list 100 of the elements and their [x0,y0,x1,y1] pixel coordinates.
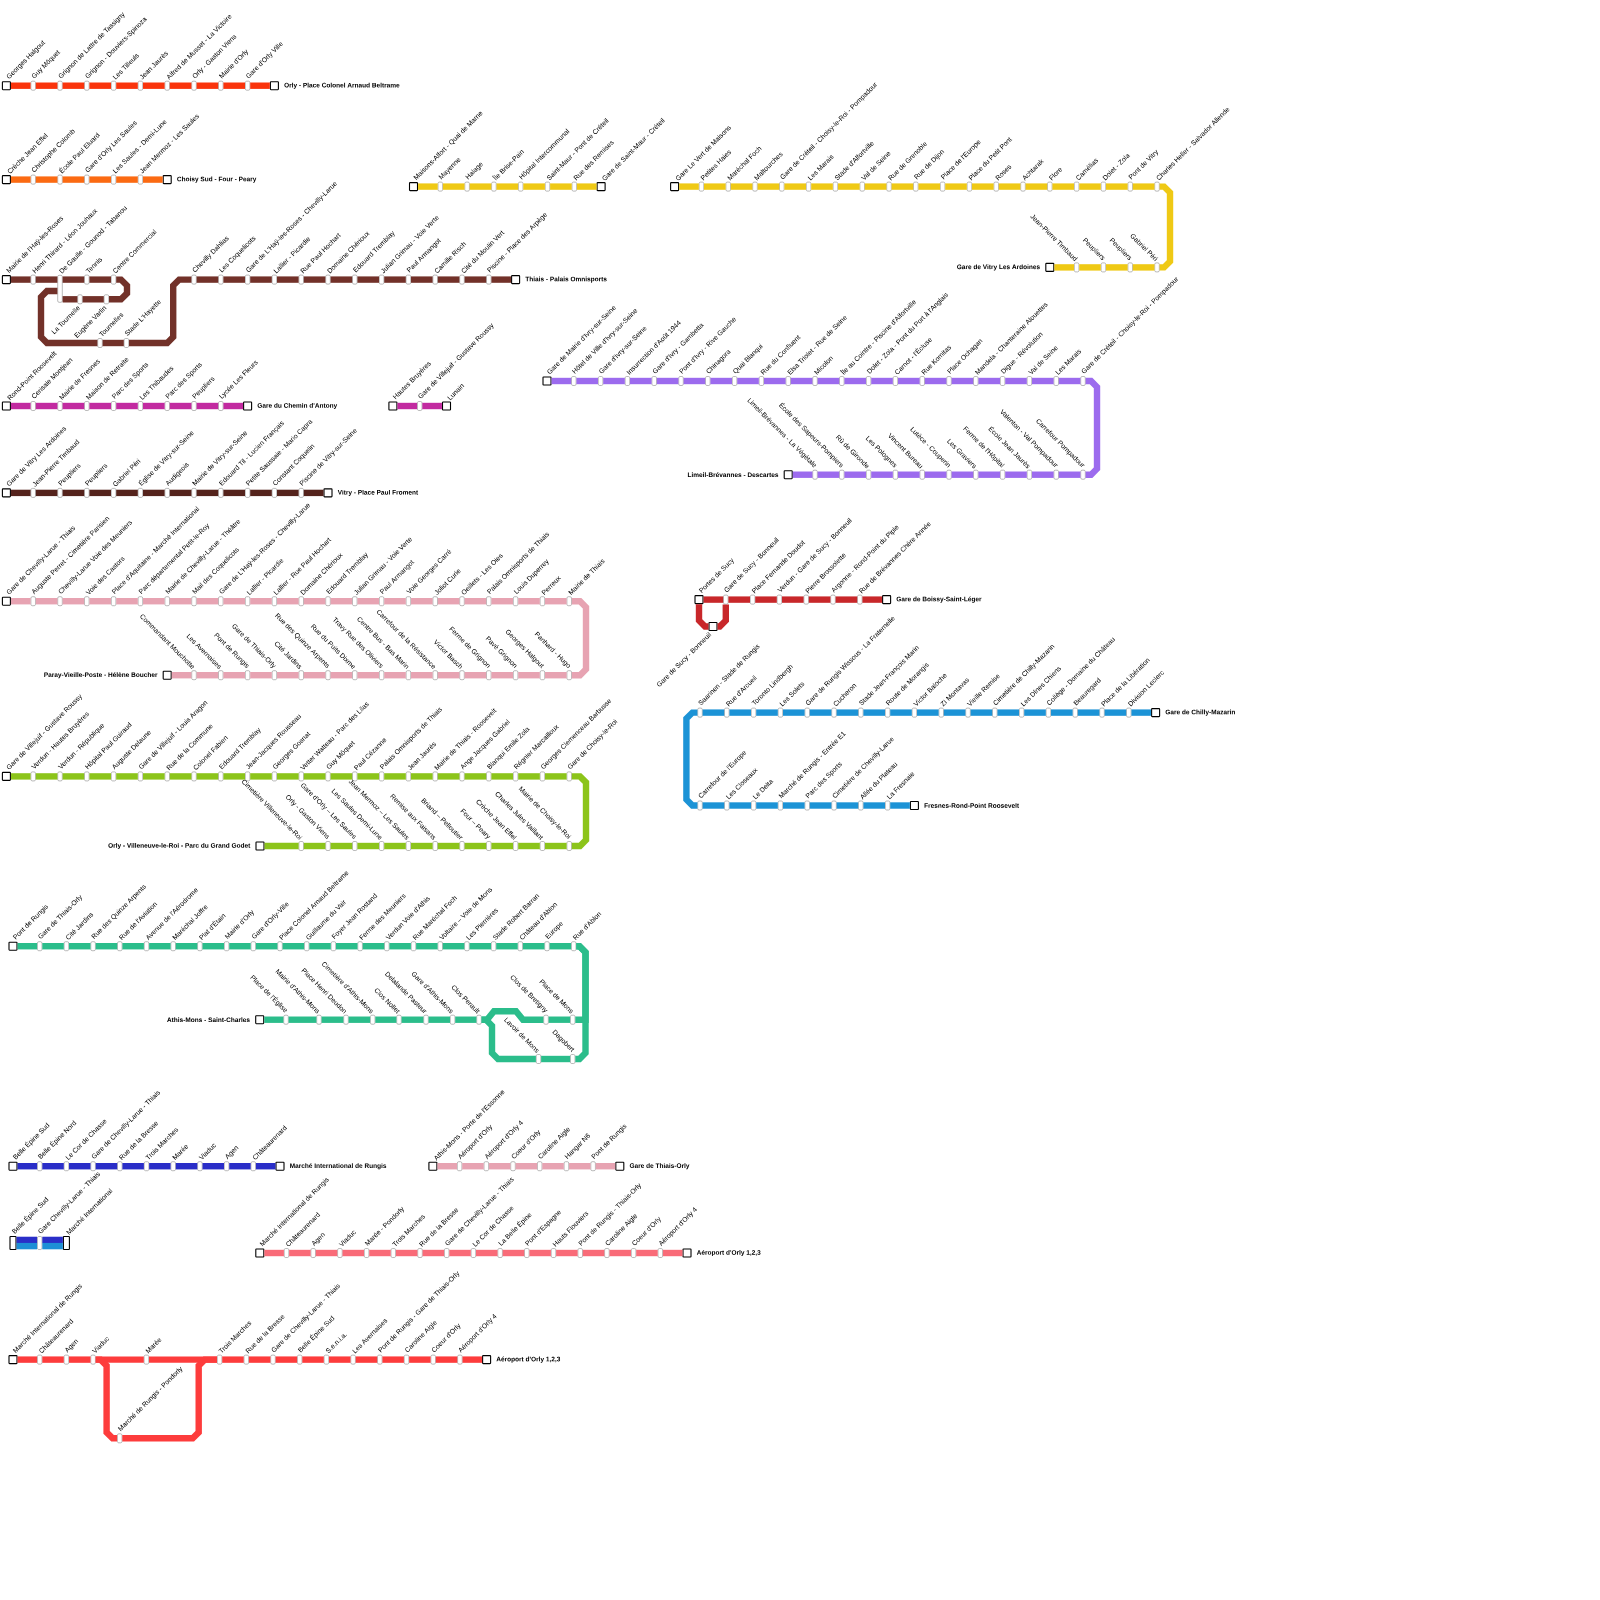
route-line [576,183,597,190]
route-line [10,598,31,605]
route-line [355,1356,378,1363]
route-line [1058,471,1081,478]
route-line [1132,183,1155,190]
route-line [464,773,487,780]
route-line [817,377,840,385]
route-line [970,709,993,716]
route-line [315,1249,338,1257]
route-line [116,402,138,410]
route-line [397,402,418,410]
route-line [792,471,813,478]
route-line [362,943,385,950]
route-line [62,82,85,89]
route-line [303,773,326,780]
route-line [42,1163,64,1170]
route-line [196,82,219,89]
route-line [369,1249,391,1257]
route-line [549,943,572,950]
route-line [196,276,219,283]
route-line [303,842,326,850]
route-line [496,943,518,950]
route-line [891,183,914,190]
route-line [17,1356,38,1363]
route-line [817,471,840,478]
route-line [62,276,85,283]
route-line [422,1249,445,1257]
route-line [288,1016,317,1023]
route-line [35,402,58,410]
route-line [303,489,324,497]
route-line [196,598,219,605]
route-line [1159,183,1174,271]
route-line [62,296,78,303]
route-line [275,1356,298,1363]
route-line [462,1163,484,1170]
route-line [1025,183,1048,190]
route-line [730,183,753,190]
route-line [248,1356,271,1363]
route-line [229,943,251,950]
route-line [656,377,679,385]
route-line [330,276,353,283]
route-line [437,773,460,780]
route-line [464,598,487,605]
route-line [264,842,299,850]
route-line [442,183,465,190]
route-line [303,672,326,679]
route-line [809,802,832,809]
route-line [10,176,31,183]
route-line [1058,377,1081,385]
route-line [264,1016,284,1023]
route-line [35,276,58,283]
route-line [809,709,832,716]
route-line [116,489,138,497]
route-line [790,377,813,385]
route-line [835,596,858,603]
route-line [303,276,326,283]
route-line [196,773,219,780]
route-line [169,598,192,605]
route-line [16,1236,38,1244]
route-line [229,1163,251,1170]
route-line [464,842,487,850]
route-line [1104,709,1127,716]
route-line [35,598,58,605]
route-line [437,672,460,679]
route-line [924,471,947,478]
route-line [42,943,64,950]
route-line [943,709,966,716]
route-line [1085,377,1101,478]
route-line [196,402,219,410]
route-line [35,176,58,183]
route-line [255,1163,276,1170]
route-line [169,773,192,780]
route-line [10,276,31,283]
route-line [575,943,589,1063]
route-line [282,943,305,950]
route-line [442,943,465,950]
route-line [924,377,947,385]
route-line [116,598,138,605]
route-line [455,1016,477,1023]
route-line [951,377,974,385]
route-line [522,943,545,950]
route-line [35,82,58,89]
route-line [171,672,192,679]
route-line [62,489,85,497]
route-line [250,276,272,283]
route-line [169,489,192,497]
route-line [302,1356,324,1363]
route-line [250,489,272,497]
route-line [330,842,353,850]
route-line [10,773,31,780]
route-line [757,183,780,190]
route-line [95,943,118,950]
route-line [571,598,590,679]
route-line [95,1356,118,1442]
route-line [250,773,272,780]
route-line [951,471,974,478]
route-line [582,1249,605,1257]
route-line [808,596,831,603]
route-line [836,802,859,809]
route-line [683,377,706,385]
